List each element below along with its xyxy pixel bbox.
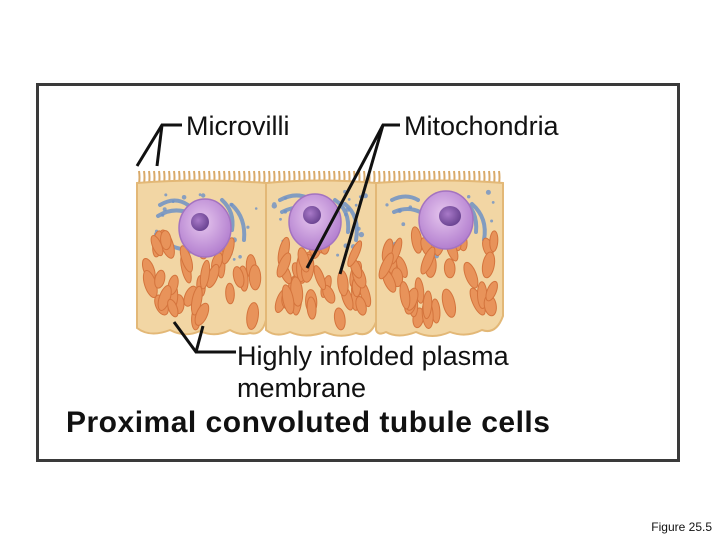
figure-number: Figure 25.5 xyxy=(651,520,712,534)
mitochondrion-icon xyxy=(154,269,166,289)
vesicle-icon xyxy=(358,231,365,238)
infolded-membrane-label-line2: membrane xyxy=(237,373,367,403)
nucleus-2-icon xyxy=(288,193,342,251)
vesicle-icon xyxy=(271,203,277,209)
mitochondrion-icon xyxy=(306,296,317,320)
vesicle-icon xyxy=(279,217,282,221)
vesicle-icon xyxy=(201,193,206,198)
mitochondrion-icon xyxy=(333,307,346,331)
vesicle-icon xyxy=(161,213,165,217)
mitochondrion-icon xyxy=(232,266,245,288)
vesicle-icon xyxy=(181,195,187,200)
mitochondrion-icon xyxy=(422,290,433,320)
vesicle-icon xyxy=(356,226,361,231)
vesicle-icon xyxy=(490,219,494,223)
nucleus-3-icon xyxy=(418,190,474,250)
vesicle-icon xyxy=(171,200,175,204)
mitochondria-leader-2 xyxy=(338,124,385,275)
vesicle-icon xyxy=(401,222,406,227)
vesicle-icon xyxy=(246,225,250,229)
vesicle-icon xyxy=(397,208,402,213)
vesicle-icon xyxy=(467,195,471,199)
vesicle-icon xyxy=(232,258,236,261)
mitochondrion-icon xyxy=(194,302,210,326)
mitochondria-group xyxy=(141,226,499,331)
vesicle-icon xyxy=(354,203,358,207)
infolded-membrane-label: Highly infolded plasma membrane xyxy=(237,340,509,404)
vesicle-icon xyxy=(345,207,351,212)
mitochondria-label: Mitochondria xyxy=(404,111,559,141)
nucleus-1-icon xyxy=(178,198,232,258)
vesicle-icon xyxy=(229,202,233,207)
mitochondrion-icon xyxy=(441,288,457,318)
vesicle-icon xyxy=(485,189,491,195)
microvilli-leader-2 xyxy=(155,124,164,167)
mitochondrion-icon xyxy=(399,281,411,310)
vesicle-icon xyxy=(336,253,340,257)
mitochondrion-icon xyxy=(489,230,499,253)
mitochondrion-icon xyxy=(167,298,179,318)
mitochondrion-icon xyxy=(199,259,211,290)
mitochondrion-icon xyxy=(160,230,172,251)
mitochondrion-icon xyxy=(481,251,496,279)
mitochondrion-icon xyxy=(485,280,498,302)
vesicle-icon xyxy=(284,196,288,200)
mitochondrion-icon xyxy=(378,252,394,280)
vesicle-icon xyxy=(254,207,258,210)
leader-lines xyxy=(135,123,400,354)
vesicle-icon xyxy=(385,203,389,207)
mitochondrion-icon xyxy=(225,282,235,305)
vesicle-icon xyxy=(491,201,495,204)
mitochondrion-icon xyxy=(420,246,436,275)
microvilli-label: Microvilli xyxy=(186,111,290,141)
mitochondrion-icon xyxy=(179,245,194,273)
mitochondrion-icon xyxy=(281,284,295,315)
vesicle-icon xyxy=(164,193,168,197)
vesicle-icon xyxy=(238,254,242,259)
diagram-title: Proximal convoluted tubule cells xyxy=(66,406,551,439)
vesicle-icon xyxy=(162,207,167,212)
vesicle-icon xyxy=(408,205,413,209)
vesicle-icon xyxy=(283,209,288,214)
vesicle-icon xyxy=(344,212,348,217)
mitochondrion-icon xyxy=(246,302,259,330)
mitochondrion-icon xyxy=(443,258,456,279)
mitochondrion-icon xyxy=(221,237,235,265)
mitochondrion-icon xyxy=(347,240,363,268)
infolded-membrane-label-line1: Highly infolded plasma xyxy=(237,341,509,371)
mitochondrion-icon xyxy=(313,265,327,291)
mitochondrion-icon xyxy=(463,261,479,289)
vesicle-icon xyxy=(198,193,202,197)
infolded-membrane-leader-2 xyxy=(194,325,205,353)
mitochondrion-icon xyxy=(276,252,292,278)
vesicle-icon xyxy=(347,198,351,201)
mitochondrion-icon xyxy=(150,235,164,257)
mitochondrion-icon xyxy=(355,296,367,316)
mitochondrion-icon xyxy=(248,264,262,291)
